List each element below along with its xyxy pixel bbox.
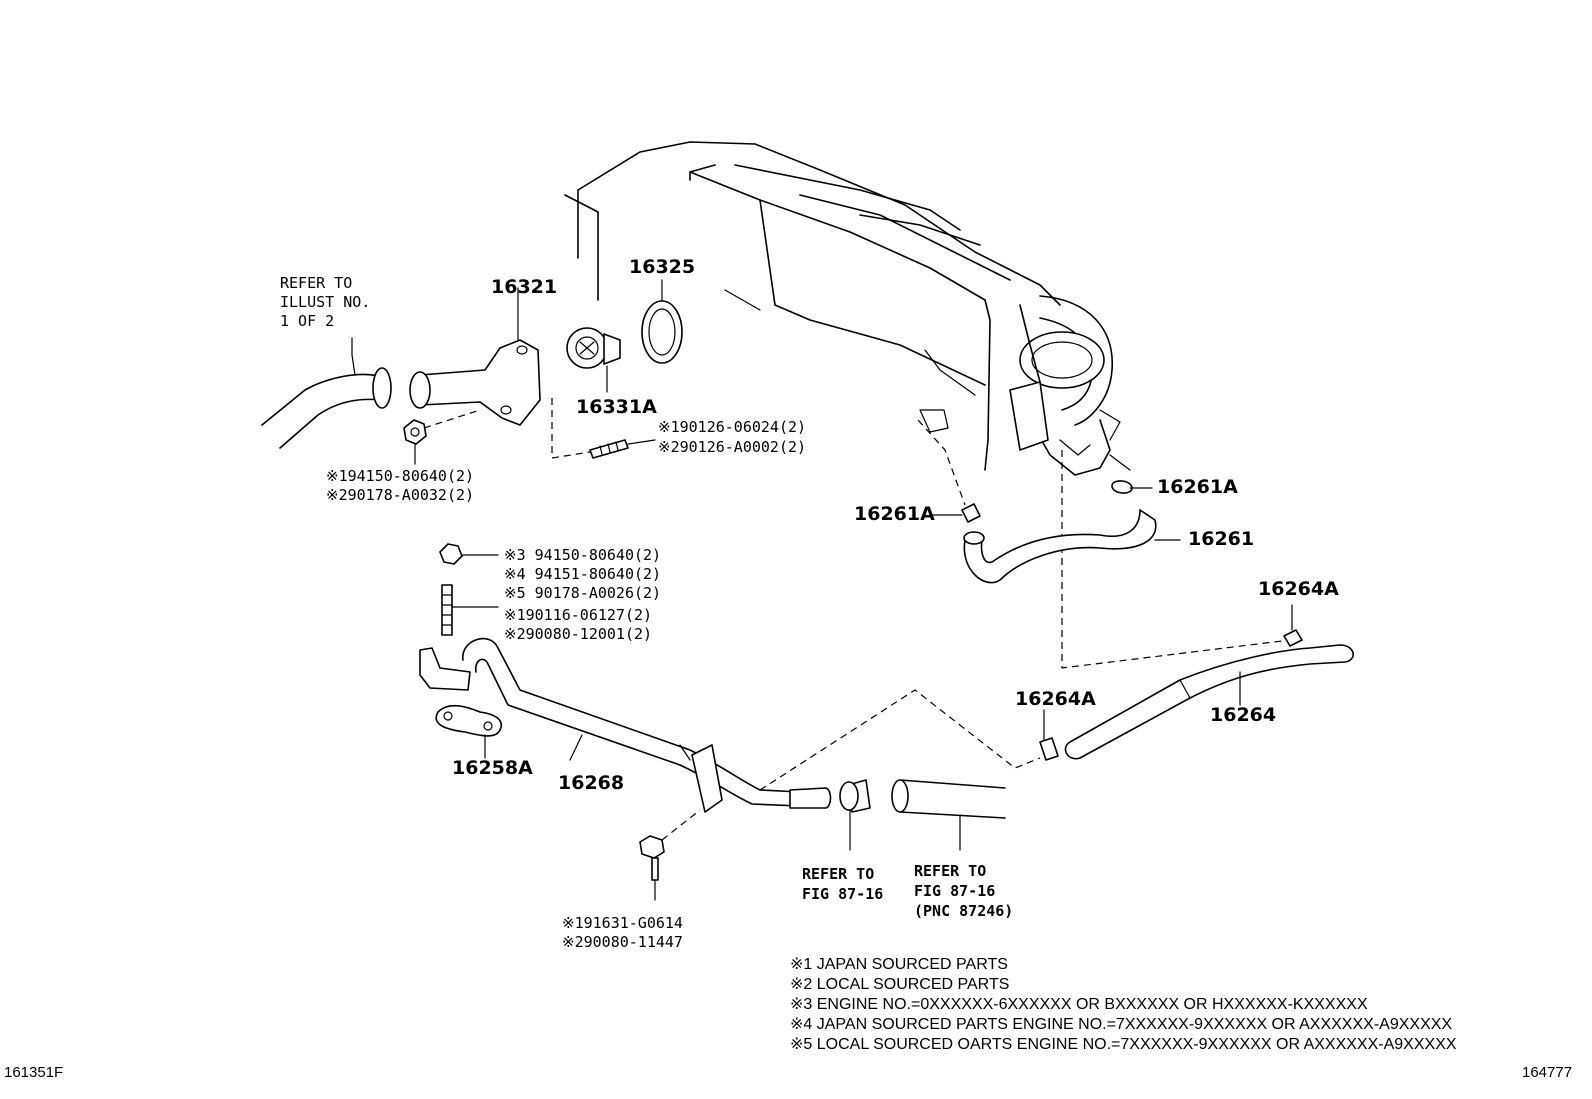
refer-fig-b-line2: FIG 87-16: [914, 882, 996, 900]
stud-a-line2: ※290126-A0002(2): [658, 438, 807, 456]
stud-b-line1: ※190116-06127(2): [504, 606, 653, 624]
footnote-2: ※2 LOCAL SOURCED PARTS: [790, 976, 1010, 993]
engine-block: [564, 141, 1061, 471]
part-16258A: 16258A: [452, 757, 533, 779]
throttle-body: [1009, 295, 1133, 494]
part-16261: 16261: [1188, 528, 1255, 550]
part-16261A-right: 16261A: [1157, 476, 1238, 498]
water-inlet-16321: [409, 287, 541, 426]
figure-code-left: 161351F: [4, 1064, 64, 1081]
refer-fig-b-line1: REFER TO: [914, 862, 987, 880]
refer-fig-b-line3: (PNC 87246): [914, 902, 1014, 920]
part-16268: 16268: [558, 772, 625, 794]
footnote-3: ※3 ENGINE NO.=0XXXXXX-6XXXXXX OR BXXXXXX…: [790, 996, 1368, 1013]
stud-a-line1: ※190126-06024(2): [658, 418, 807, 436]
hose-16264: [1039, 604, 1354, 761]
nut-b: [439, 543, 499, 565]
stud-b: [441, 584, 499, 636]
refer-illust-line1: REFER TO: [280, 274, 353, 292]
gasket-16258A: [435, 704, 502, 759]
gasket-16325: [641, 279, 683, 364]
nut-a-line1: ※194150-80640(2): [326, 467, 475, 485]
refer-fig-a-line2: FIG 87-16: [802, 885, 884, 903]
stud-b-line2: ※290080-12001(2): [504, 625, 653, 643]
footnote-1: ※1 JAPAN SOURCED PARTS: [790, 956, 1008, 973]
nut-a-line2: ※290178-A0032(2): [326, 486, 475, 504]
part-16264A-top: 16264A: [1258, 578, 1339, 600]
refer-illust-line2: ILLUST NO.: [280, 293, 371, 311]
nut-b-line3: ※5 90178-A0026(2): [504, 584, 662, 602]
stud-a: [589, 439, 656, 459]
upper-radiator-hose: [261, 337, 392, 449]
nut-a: [403, 419, 427, 465]
part-16321: 16321: [491, 276, 558, 298]
thermostat-16331A: [566, 327, 621, 393]
figure-code-right: 164777: [1522, 1064, 1573, 1081]
refer-fig-parts: [839, 779, 1006, 851]
part-16264A-mid: 16264A: [1015, 688, 1096, 710]
bolt-line2: ※290080-11447: [562, 933, 683, 951]
nut-b-line1: ※3 94150-80640(2): [504, 546, 662, 564]
water-pipe-16268: [419, 637, 832, 813]
bolt: [639, 835, 665, 901]
refer-fig-a-line1: REFER TO: [802, 865, 875, 883]
part-16331A: 16331A: [576, 396, 657, 418]
bolt-line1: ※191631-G0614: [562, 914, 683, 932]
nut-b-line2: ※4 94151-80640(2): [504, 565, 662, 583]
part-16264: 16264: [1210, 704, 1277, 726]
part-16261A-left: 16261A: [854, 503, 935, 525]
refer-illust-line3: 1 OF 2: [280, 312, 335, 330]
hose-16261: [929, 487, 1181, 584]
footnote-5: ※5 LOCAL SOURCED OARTS ENGINE NO.=7XXXXX…: [790, 1036, 1457, 1053]
part-16325: 16325: [629, 256, 696, 278]
footnote-4: ※4 JAPAN SOURCED PARTS ENGINE NO.=7XXXXX…: [790, 1016, 1453, 1033]
